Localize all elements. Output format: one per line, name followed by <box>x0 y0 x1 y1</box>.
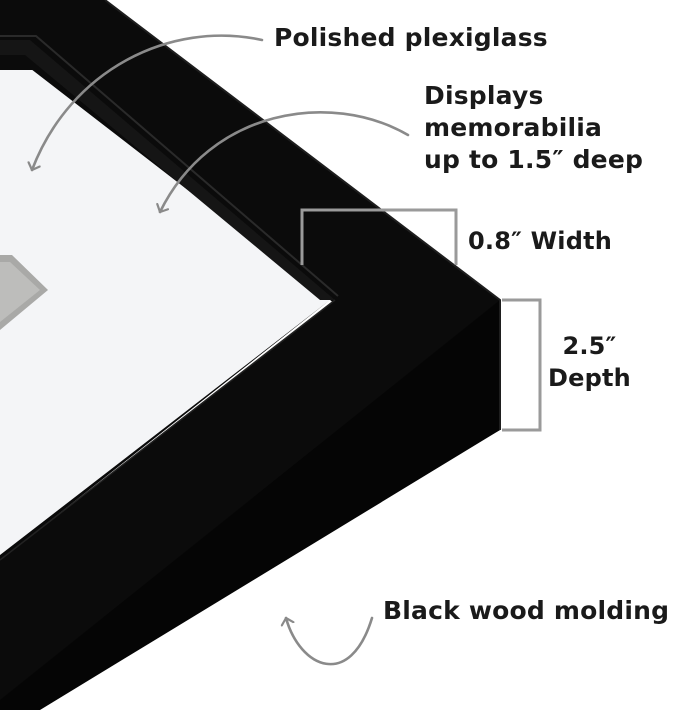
depth-line-1: 2.5″ <box>562 332 617 360</box>
displays-line-2: memorabilia <box>424 113 603 142</box>
depth-line-2: Depth <box>548 364 631 392</box>
frame-side <box>0 300 500 710</box>
depth-dimension-bracket <box>502 298 542 432</box>
molding-arrow-icon <box>286 616 374 666</box>
plexiglass-label: Polished plexiglass <box>274 23 548 52</box>
plexiglass-arrow-icon <box>32 34 264 172</box>
displays-label: Displays memorabilia up to 1.5″ deep <box>424 80 643 176</box>
molding-label: Black wood molding <box>383 596 670 625</box>
displays-arrow-icon <box>160 111 410 214</box>
mat-area <box>0 45 330 555</box>
displays-line-3: up to 1.5″ deep <box>424 145 644 174</box>
depth-label: 2.5″ Depth <box>548 330 631 394</box>
width-label: 0.8″ Width <box>468 227 613 255</box>
displays-line-1: Displays <box>424 81 544 110</box>
width-dimension-bracket <box>300 208 458 265</box>
